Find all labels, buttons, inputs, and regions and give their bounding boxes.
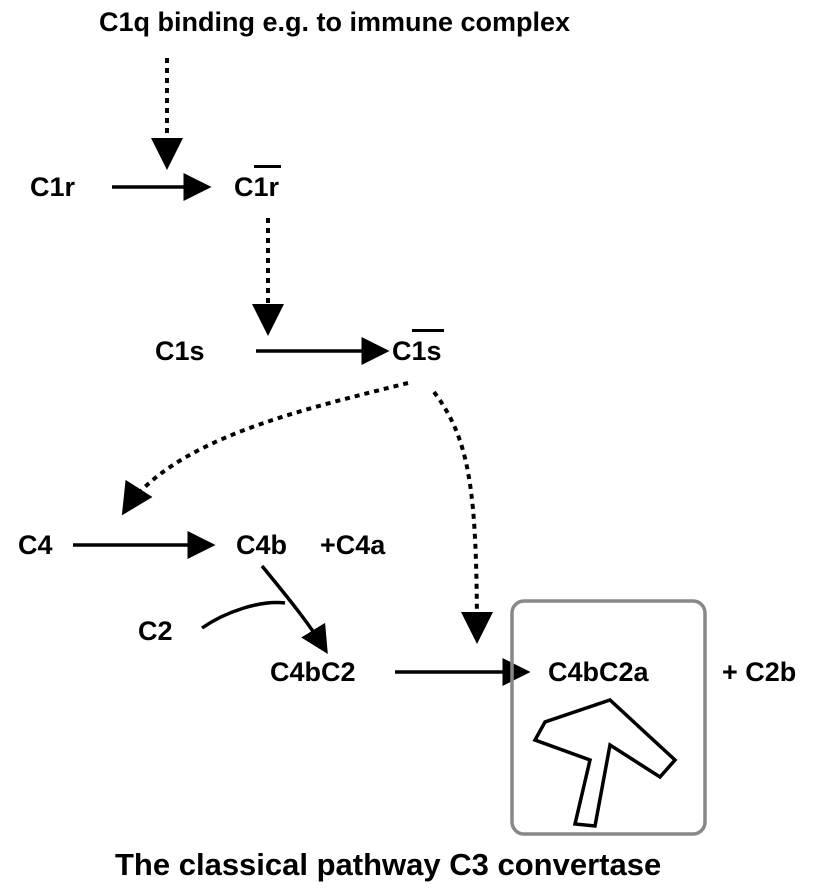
c4-label: C4 [18, 530, 53, 560]
c4a-label: +C4a [320, 530, 386, 560]
c1q-binding-title: C1q binding e.g. to immune complex [99, 7, 571, 37]
dotted-arrow-c1s-to-c2-cleavage [432, 390, 493, 644]
c1s-label: C1s [155, 336, 205, 366]
caption: The classical pathway C3 convertase [115, 847, 662, 882]
activated-c1r-overbar: 1r [253, 165, 281, 202]
activated-c1s-overbar: 1s [411, 329, 444, 366]
c4b-label: C4b [236, 530, 288, 560]
c4bc2-label: C4bC2 [270, 657, 356, 687]
c4bc2a-label: C4bC2a [548, 657, 649, 687]
dotted-arrow-c1s-to-c4 [121, 381, 409, 516]
convertase-box [510, 599, 707, 836]
arrow-c4b-to-c4bc2 [260, 564, 328, 654]
c2-label: C2 [138, 616, 173, 646]
chevron-up-arrow-icon [532, 698, 678, 828]
arrow-c2-joins [201, 600, 286, 630]
c1r-label: C1r [30, 172, 76, 202]
activated-c1r-prefix: C [234, 172, 254, 202]
activated-c1r-label: C1r [234, 165, 281, 202]
activated-c1s-prefix: C [392, 336, 412, 366]
activated-c1s-label: C1s [392, 329, 444, 366]
c2b-label: + C2b [722, 657, 797, 687]
